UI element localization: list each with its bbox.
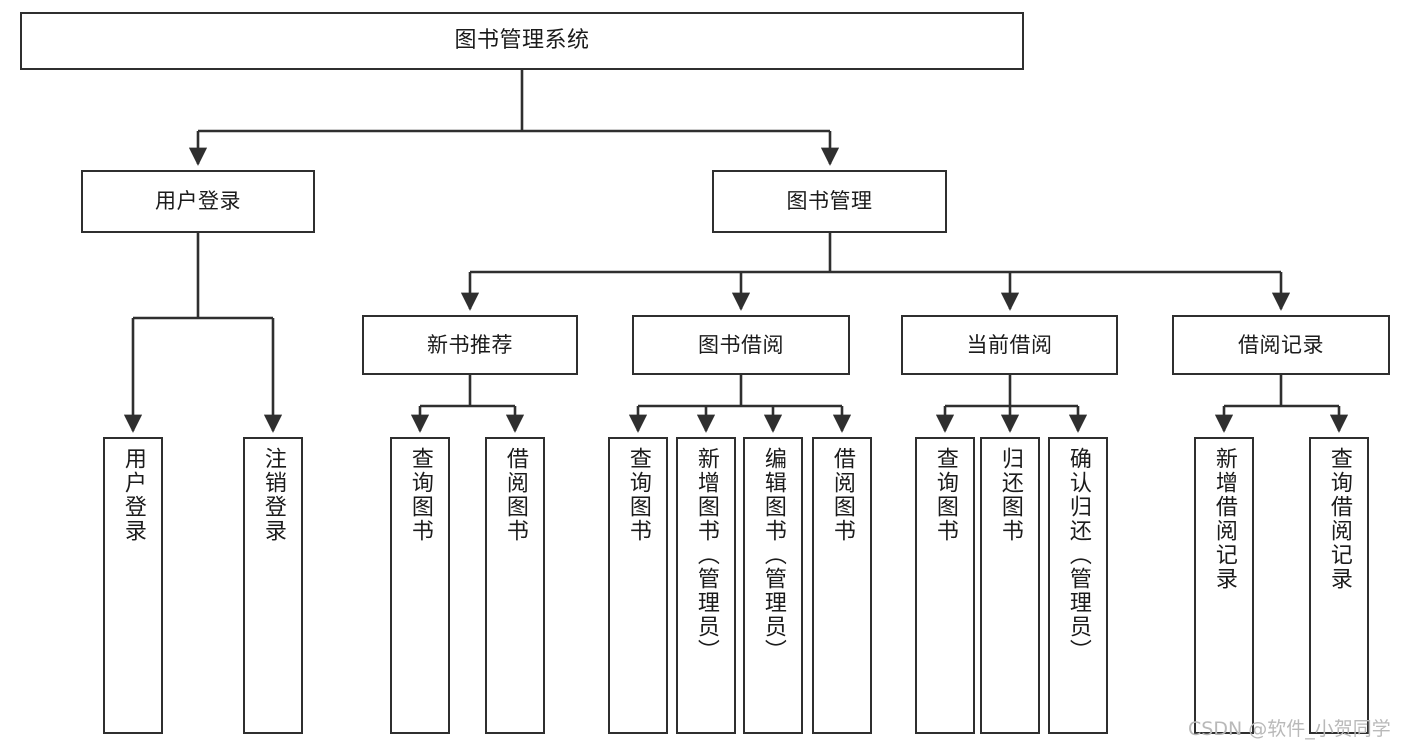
node-root-system[interactable]: 图书管理系统 bbox=[20, 12, 1024, 70]
node-label: 注销登录 bbox=[260, 447, 286, 543]
node-label: 图书借阅 bbox=[698, 332, 784, 357]
leaf-currentborrow-query-book[interactable]: 查询图书 bbox=[915, 437, 975, 734]
leaf-user-login[interactable]: 用户登录 bbox=[103, 437, 163, 734]
leaf-newbook-borrow-book[interactable]: 借阅图书 bbox=[485, 437, 545, 734]
leaf-currentborrow-return-book[interactable]: 归还图书 bbox=[980, 437, 1040, 734]
watermark-text: CSDN @软件_小贺同学 bbox=[1188, 718, 1391, 740]
node-label: 查询图书 bbox=[932, 447, 958, 543]
leaf-borrowrecord-add-record[interactable]: 新增借阅记录 bbox=[1194, 437, 1254, 734]
node-label: 借阅图书 bbox=[829, 447, 855, 543]
node-label: 借阅图书 bbox=[502, 447, 528, 543]
node-label: 用户登录 bbox=[120, 447, 146, 543]
node-label: 图书管理系统 bbox=[454, 28, 590, 54]
leaf-borrowrecord-query-record[interactable]: 查询借阅记录 bbox=[1309, 437, 1369, 734]
node-label: 新书推荐 bbox=[427, 332, 513, 357]
leaf-bookborrow-edit-book-admin[interactable]: 编辑图书（管理员） bbox=[743, 437, 803, 734]
node-label: 归还图书 bbox=[997, 447, 1023, 543]
node-book-management[interactable]: 图书管理 bbox=[712, 170, 947, 233]
leaf-logout-login[interactable]: 注销登录 bbox=[243, 437, 303, 734]
node-label: 查询图书 bbox=[625, 447, 651, 543]
leaf-bookborrow-add-book-admin[interactable]: 新增图书（管理员） bbox=[676, 437, 736, 734]
node-label: 借阅记录 bbox=[1238, 332, 1324, 357]
node-label: 新增图书（管理员） bbox=[693, 447, 719, 663]
node-book-borrow[interactable]: 图书借阅 bbox=[632, 315, 850, 375]
node-current-borrow[interactable]: 当前借阅 bbox=[901, 315, 1118, 375]
leaf-bookborrow-query-book[interactable]: 查询图书 bbox=[608, 437, 668, 734]
node-label: 当前借阅 bbox=[966, 332, 1053, 357]
node-label: 确认归还（管理员） bbox=[1065, 447, 1091, 663]
node-label: 图书管理 bbox=[786, 189, 873, 214]
node-borrow-record[interactable]: 借阅记录 bbox=[1172, 315, 1390, 375]
node-new-book-recommend[interactable]: 新书推荐 bbox=[362, 315, 578, 375]
node-label: 编辑图书（管理员） bbox=[760, 447, 786, 663]
node-label: 新增借阅记录 bbox=[1211, 447, 1237, 591]
leaf-newbook-query-book[interactable]: 查询图书 bbox=[390, 437, 450, 734]
leaf-currentborrow-confirm-return-admin[interactable]: 确认归还（管理员） bbox=[1048, 437, 1108, 734]
node-label: 查询借阅记录 bbox=[1326, 447, 1352, 591]
node-label: 用户登录 bbox=[155, 189, 241, 214]
node-user-login[interactable]: 用户登录 bbox=[81, 170, 315, 233]
leaf-bookborrow-borrow-book[interactable]: 借阅图书 bbox=[812, 437, 872, 734]
node-label: 查询图书 bbox=[407, 447, 433, 543]
